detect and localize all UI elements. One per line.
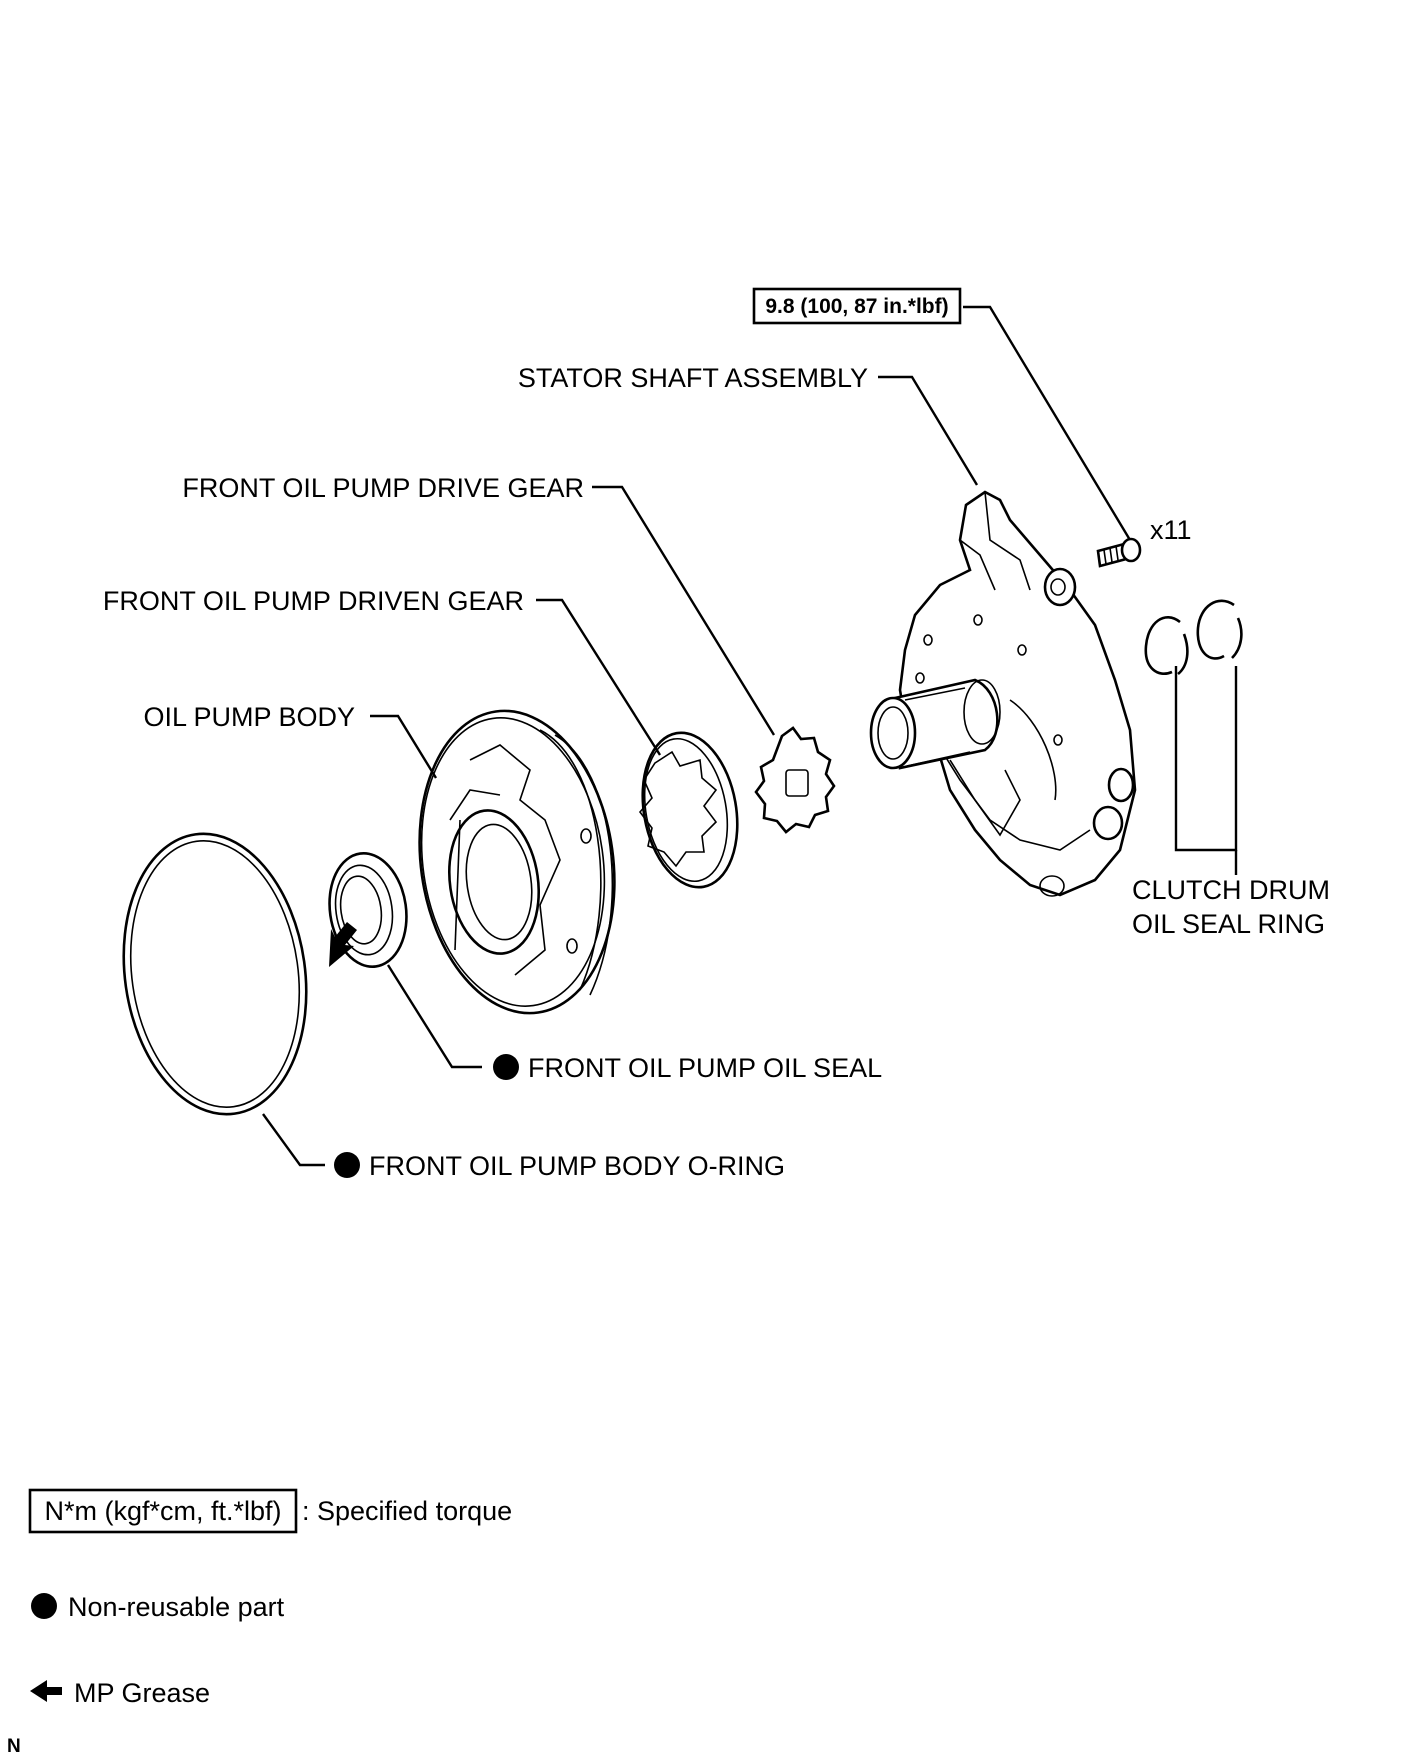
non-reusable-icon	[493, 1054, 519, 1080]
non-reusable-icon	[334, 1152, 360, 1178]
label-stator-shaft-assembly: STATOR SHAFT ASSEMBLY	[518, 363, 868, 393]
label-oil-pump-body: OIL PUMP BODY	[143, 702, 355, 732]
label-front-oil-pump-drive-gear: FRONT OIL PUMP DRIVE GEAR	[182, 473, 584, 503]
legend-torque-text: : Specified torque	[302, 1496, 512, 1526]
drive-gear-part	[754, 726, 836, 834]
bolt-part	[1096, 537, 1142, 568]
quantity-label: x11	[1150, 515, 1192, 545]
grease-arrow-icon	[329, 922, 357, 967]
legend-torque-unit: N*m (kgf*cm, ft.*lbf)	[44, 1496, 281, 1526]
label-clutch-drum-line2: OIL SEAL RING	[1132, 909, 1325, 939]
legend-torque-box	[28, 1488, 298, 1534]
label-clutch-drum-line1: CLUTCH DRUM	[1132, 875, 1330, 905]
oil-pump-body-part	[418, 709, 616, 1015]
clutch-drum-seal-rings-part	[1144, 599, 1243, 676]
driven-gear-part	[638, 731, 739, 889]
legend: N*m (kgf*cm, ft.*lbf) : Specified torque…	[7, 1488, 512, 1757]
legend-non-reusable: Non-reusable part	[68, 1592, 285, 1622]
arrow-left-icon	[30, 1680, 62, 1702]
label-front-oil-pump-oil-seal: FRONT OIL PUMP OIL SEAL	[528, 1053, 882, 1083]
label-front-oil-pump-driven-gear: FRONT OIL PUMP DRIVEN GEAR	[103, 586, 524, 616]
torque-spec: 9.8 (100, 87 in.*lbf)	[765, 295, 948, 318]
legend-mp-grease: MP Grease	[74, 1678, 210, 1708]
o-ring-part	[122, 832, 308, 1116]
stator-shaft-assembly-part	[869, 490, 1137, 897]
label-front-oil-pump-body-o-ring: FRONT OIL PUMP BODY O-RING	[369, 1151, 785, 1181]
corner-code: N	[7, 1736, 21, 1757]
filled-circle-icon	[31, 1593, 57, 1619]
leader-lines	[262, 305, 1238, 1167]
torque-spec-box	[752, 287, 962, 325]
